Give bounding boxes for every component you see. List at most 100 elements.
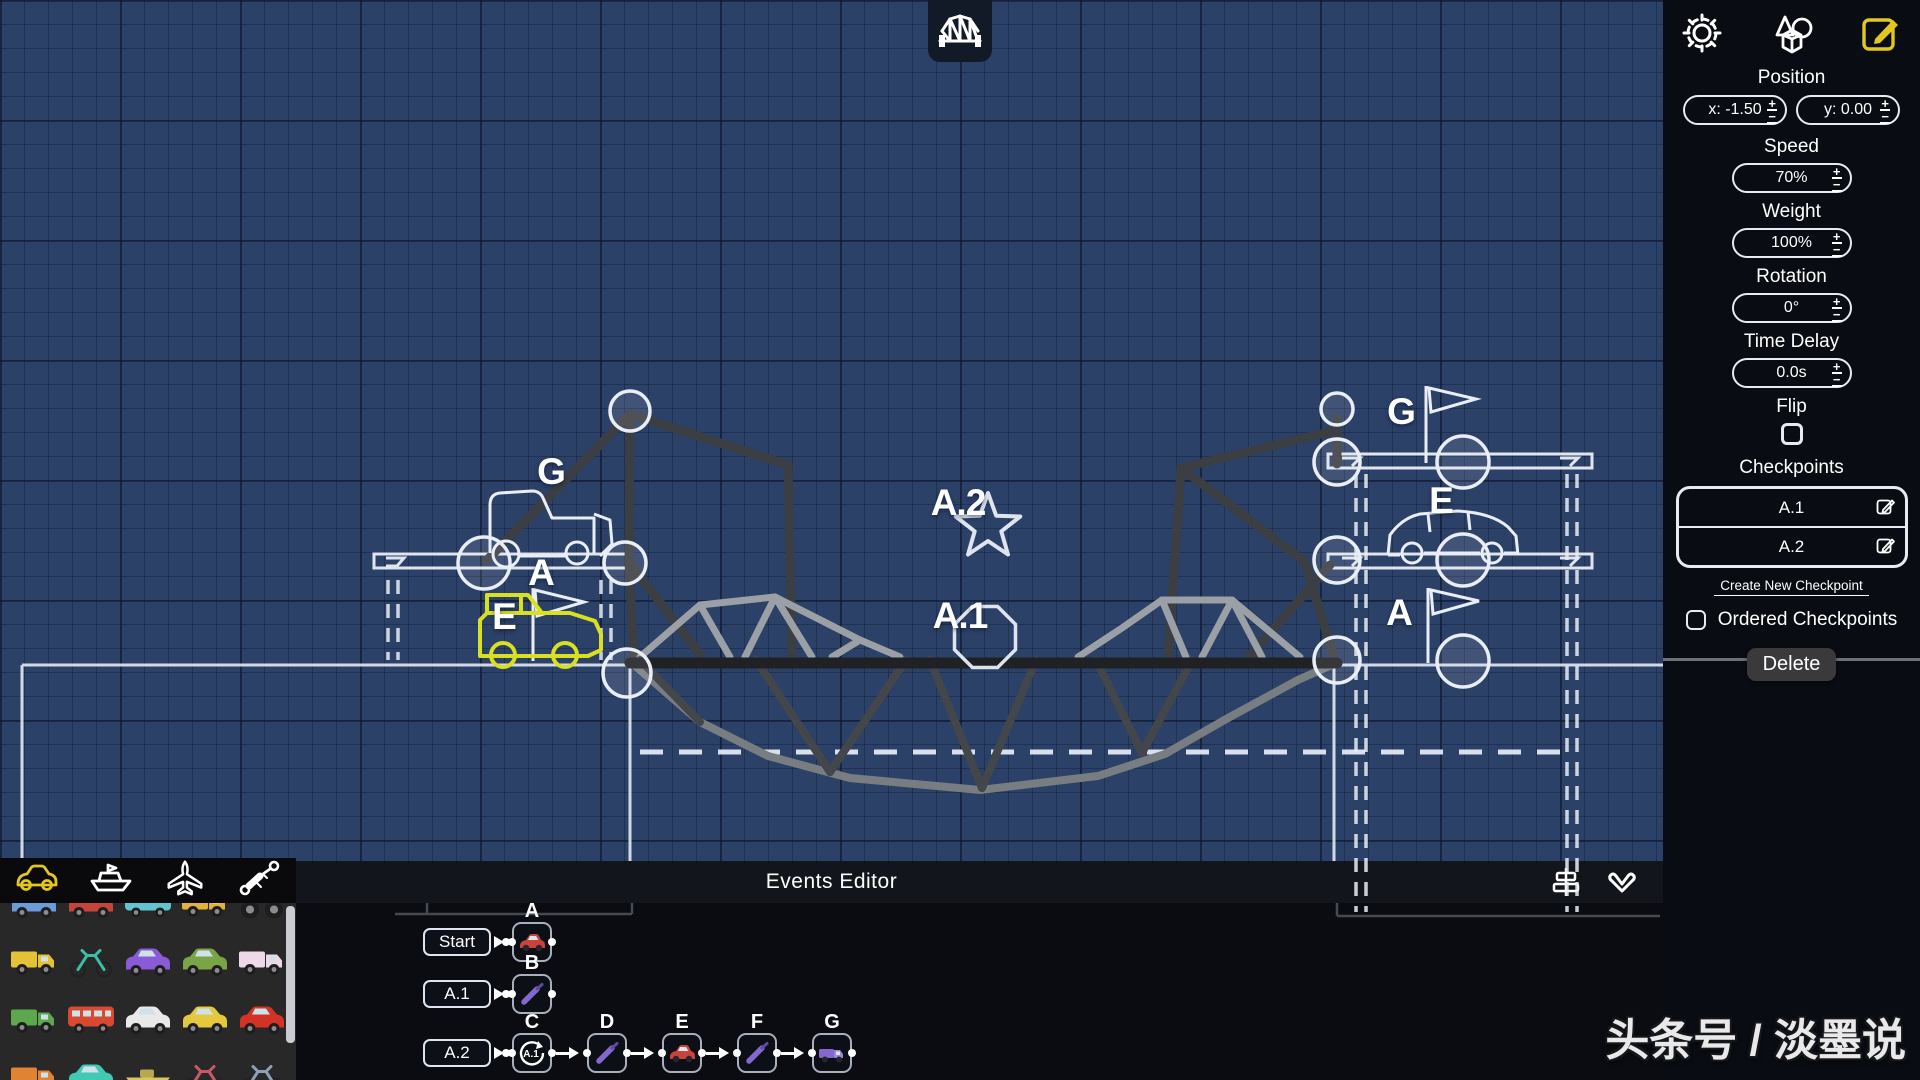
- arrow-icon: [494, 988, 504, 1000]
- time-delay-spinner[interactable]: 0.0s +−: [1731, 358, 1852, 388]
- bridge-tool-button[interactable]: [928, 0, 992, 62]
- connector-dot: [502, 938, 510, 946]
- arrow-icon: [494, 1047, 504, 1059]
- time-delay-stepper[interactable]: +−: [1831, 359, 1842, 387]
- edit-checkpoint-icon[interactable]: [1876, 497, 1896, 517]
- vehicle-palette-grid: [0, 903, 296, 1080]
- event-node-letter: D: [599, 1011, 615, 1033]
- time-delay-value: 0.0s: [1776, 364, 1807, 381]
- event-node-b[interactable]: [512, 974, 552, 1014]
- weight-stepper[interactable]: +−: [1831, 229, 1842, 257]
- vehicle-thumb-dump-truck[interactable]: [8, 935, 60, 988]
- weight-label: Weight: [1762, 201, 1821, 222]
- connector-dot: [548, 938, 556, 946]
- checkpoint-label-a1-4: A.1: [932, 595, 989, 636]
- vehicle-thumb-ice-cream-truck[interactable]: [236, 935, 288, 988]
- arrow-icon: [794, 1047, 804, 1059]
- tab-aircraft[interactable]: [159, 860, 211, 901]
- events-editor-title: Events Editor: [765, 870, 898, 893]
- vehicle-thumb-teal-bus[interactable]: [122, 903, 174, 930]
- vehicle-thumb-sports-car[interactable]: [236, 993, 288, 1046]
- event-node-d[interactable]: [587, 1033, 627, 1073]
- vehicle-thumb-canoe[interactable]: [122, 1051, 174, 1080]
- car-icon: [14, 860, 60, 901]
- palette-scrollbar[interactable]: [286, 906, 295, 1043]
- vehicle-thumb-garbage-truck[interactable]: [8, 1051, 60, 1080]
- checkpoint-label-e-2: E: [492, 596, 517, 637]
- event-node-letter: F: [750, 1011, 764, 1033]
- event-node-e[interactable]: [662, 1033, 702, 1073]
- checkpoint-item-a1[interactable]: A.1: [1679, 489, 1905, 526]
- connector-dot: [548, 990, 556, 998]
- weight-value: 100%: [1771, 234, 1812, 251]
- rotation-spinner[interactable]: 0° +−: [1731, 293, 1852, 323]
- boat-icon: [88, 860, 134, 901]
- gear-icon[interactable]: [1679, 10, 1725, 56]
- rotation-stepper[interactable]: +−: [1831, 294, 1842, 322]
- edit-checkpoint-icon[interactable]: [1876, 536, 1896, 556]
- vehicle-thumb-bicycle-rider[interactable]: [236, 1051, 288, 1080]
- checkpoint-item-a2[interactable]: A.2: [1678, 526, 1905, 565]
- position-x-stepper[interactable]: +−: [1767, 96, 1777, 124]
- tab-land-vehicles[interactable]: [11, 861, 63, 901]
- svg-text:A.1: A.1: [523, 1049, 539, 1060]
- position-x-value: x: -1.50: [1708, 101, 1762, 118]
- flip-checkbox[interactable]: [1780, 423, 1803, 445]
- edit-pencil-icon[interactable]: [1858, 10, 1904, 56]
- properties-sidebar: Position x: -1.50 +− y: 0.00 +− Speed 70…: [1663, 0, 1920, 1080]
- speed-stepper[interactable]: +−: [1831, 164, 1842, 192]
- vehicle-thumb-monster-truck[interactable]: [236, 903, 288, 930]
- time-delay-label: Time Delay: [1743, 331, 1840, 352]
- event-node-letter: G: [824, 1011, 840, 1033]
- vehicle-thumb-scooter-rider[interactable]: [65, 935, 117, 988]
- event-trigger-a1[interactable]: A.1: [423, 980, 491, 1008]
- checkpoint-label-a-7: A: [1386, 592, 1413, 633]
- vehicle-thumb-mini-car[interactable]: [179, 935, 231, 988]
- vehicle-thumb-taxi[interactable]: [179, 993, 231, 1046]
- connector-line: [781, 1051, 794, 1055]
- weight-spinner[interactable]: 100% +−: [1731, 228, 1852, 258]
- event-node-g[interactable]: [812, 1033, 852, 1073]
- vehicle-thumb-vintage-car[interactable]: [122, 935, 174, 988]
- shapes-icon[interactable]: [1769, 10, 1815, 56]
- vehicle-thumb-yellow-tow-truck[interactable]: [179, 903, 231, 930]
- collapse-chevron-icon[interactable]: [1605, 867, 1639, 897]
- position-x-spinner[interactable]: x: -1.50 +−: [1683, 95, 1787, 125]
- tab-boats[interactable]: [85, 861, 137, 901]
- vehicle-thumb-semi-truck-cab[interactable]: [8, 993, 60, 1046]
- vehicle-palette-tabs: [0, 858, 296, 903]
- ordered-checkpoints-checkbox[interactable]: [1685, 610, 1706, 630]
- event-trigger-a2[interactable]: A.2: [423, 1039, 491, 1067]
- event-node-f[interactable]: [737, 1033, 777, 1073]
- connector-dot: [502, 1049, 510, 1057]
- truss-bridge-icon: [935, 7, 985, 56]
- event-node-c[interactable]: A.1: [512, 1033, 552, 1073]
- event-trigger-start[interactable]: Start: [423, 928, 491, 956]
- vehicle-palette: [0, 858, 296, 1080]
- vehicle-thumb-blue-car[interactable]: [8, 903, 60, 930]
- connector-dot: [733, 1049, 741, 1057]
- connector-dot: [508, 990, 516, 998]
- position-label: Position: [1757, 67, 1826, 88]
- vehicle-thumb-police-car[interactable]: [122, 993, 174, 1046]
- connector-dot: [502, 990, 510, 998]
- connector-dot: [508, 1049, 516, 1057]
- sidebar-tool-icons: [1679, 10, 1904, 56]
- event-node-letter: C: [524, 1011, 540, 1033]
- arrow-icon: [569, 1047, 579, 1059]
- position-y-spinner[interactable]: y: 0.00 +−: [1796, 95, 1900, 125]
- position-y-stepper[interactable]: +−: [1880, 96, 1890, 124]
- rotation-label: Rotation: [1756, 266, 1827, 287]
- vehicle-thumb-red-car[interactable]: [65, 903, 117, 930]
- watermark-text: 头条号 / 淡墨说: [1605, 1016, 1906, 1065]
- create-new-checkpoint-link[interactable]: Create New Checkpoint: [1714, 578, 1869, 596]
- vehicle-thumb-motorbike-rider[interactable]: [179, 1051, 231, 1080]
- speed-spinner[interactable]: 70% +−: [1731, 163, 1852, 193]
- vehicle-thumb-double-decker-bus[interactable]: [65, 993, 117, 1046]
- vehicle-thumb-beetle-car[interactable]: [65, 1051, 117, 1080]
- delete-button[interactable]: Delete: [1746, 648, 1837, 681]
- tab-hydraulics[interactable]: [233, 860, 285, 901]
- connector-dot: [548, 1049, 556, 1057]
